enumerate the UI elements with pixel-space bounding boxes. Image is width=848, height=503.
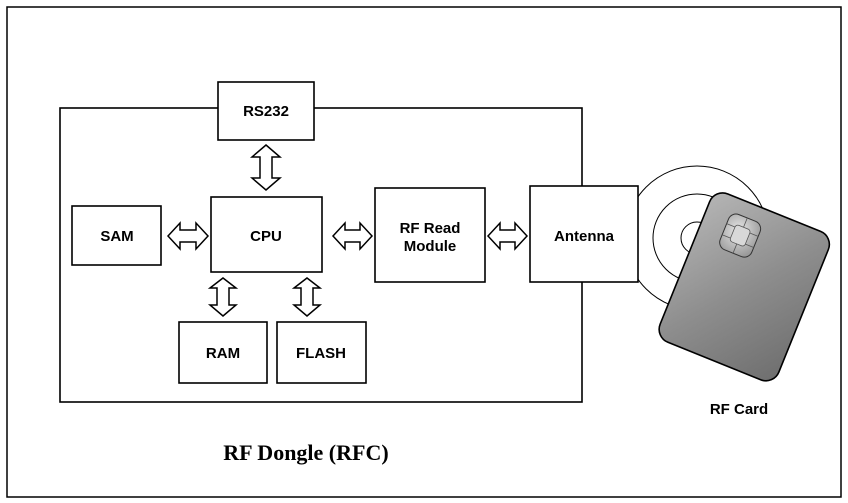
rs232-block: RS232 xyxy=(217,81,315,141)
flash-label: FLASH xyxy=(296,345,346,362)
outer-frame xyxy=(6,6,842,498)
cpu-rfmodule-arrow xyxy=(331,221,374,251)
rs232-label: RS232 xyxy=(243,103,289,120)
cpu-label: CPU xyxy=(250,228,282,245)
rs232-cpu-arrow xyxy=(249,144,283,191)
cpu-block: CPU xyxy=(210,196,323,273)
rf-card-label: RF Card xyxy=(710,401,768,418)
ram-label: RAM xyxy=(206,345,240,362)
ram-block: RAM xyxy=(178,321,268,384)
rfmodule-antenna-arrow xyxy=(486,221,529,251)
rf-read-module-label-line2: Module xyxy=(404,238,457,255)
rf-card-illustration xyxy=(658,192,831,382)
sam-block: SAM xyxy=(71,205,162,266)
sam-label: SAM xyxy=(100,228,133,245)
cpu-ram-arrow xyxy=(207,277,239,317)
antenna-block: Antenna xyxy=(529,185,639,283)
smartcard-chip-icon xyxy=(719,213,762,258)
rf-read-module-label-line1: RF Read xyxy=(400,220,461,237)
antenna-label: Antenna xyxy=(554,228,615,245)
sam-cpu-arrow xyxy=(166,221,210,251)
cpu-flash-arrow xyxy=(291,277,323,317)
flash-block: FLASH xyxy=(276,321,367,384)
rf-read-module-block: RF Read Module xyxy=(374,187,486,283)
dongle-caption: RF Dongle (RFC) xyxy=(223,440,388,465)
